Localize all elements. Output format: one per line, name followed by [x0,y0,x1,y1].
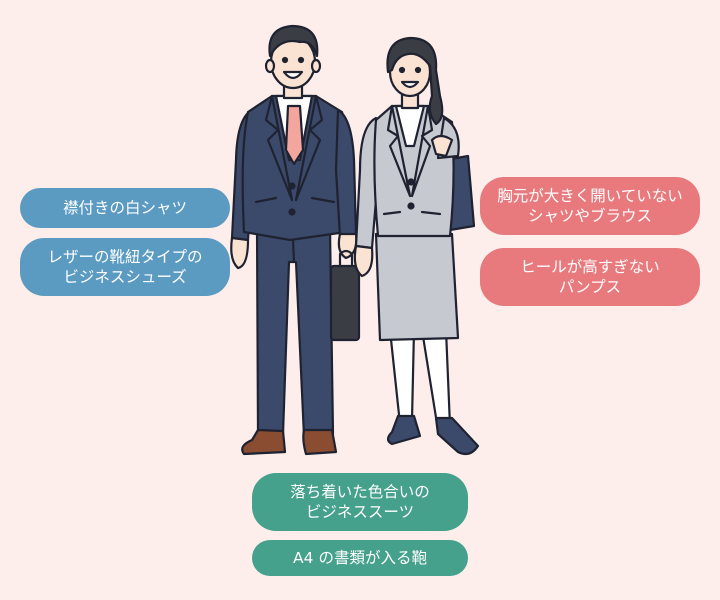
man-hair [268,24,319,58]
woman-figure [353,36,480,456]
label-calm-business-suit: 落ち着いた色合いの ビジネススーツ [252,473,468,531]
label-text-line-2: ビジネスシューズ [63,268,187,286]
label-leather-business-shoes: レザーの靴紐タイプの ビジネスシューズ [20,238,230,296]
briefcase [329,264,361,342]
label-low-heel-pumps: ヒールが高すぎない パンプス [480,248,700,306]
man-tie [284,104,305,166]
man-right-hand [337,232,358,260]
briefcase-handle [338,249,354,270]
man-right-arm [334,108,358,238]
woman-hair [386,36,444,126]
man-left-shoe [241,428,287,456]
label-text-line-2: パンプス [558,278,622,296]
label-text-line-1: 胸元が大きく開いていない [497,187,683,205]
woman-right-pump [434,416,480,456]
label-text: A4 の書類が入る鞄 [293,549,427,567]
label-text: 襟付きの白シャツ [62,199,187,217]
woman-left-pump [386,414,422,446]
label-text-line-2: ビジネススーツ [305,503,415,521]
woman-skirt [374,232,460,342]
label-text-line-1: ヒールが高すぎない [520,258,660,276]
label-white-collared-shirt: 襟付きの白シャツ [20,188,230,228]
label-a4-document-bag: A4 の書類が入る鞄 [252,540,468,576]
man-left-hand [230,236,250,270]
label-text-line-1: レザーの靴紐タイプの [47,248,203,266]
label-text-line-1: 落ち着いた色合いの [290,483,430,501]
man-right-shoe [302,428,338,456]
label-modest-blouse: 胸元が大きく開いていない シャツやブラウス [480,177,700,235]
man-figure [230,24,361,456]
man-trousers [255,226,335,438]
label-text-line-2: シャツやブラウス [527,207,652,225]
